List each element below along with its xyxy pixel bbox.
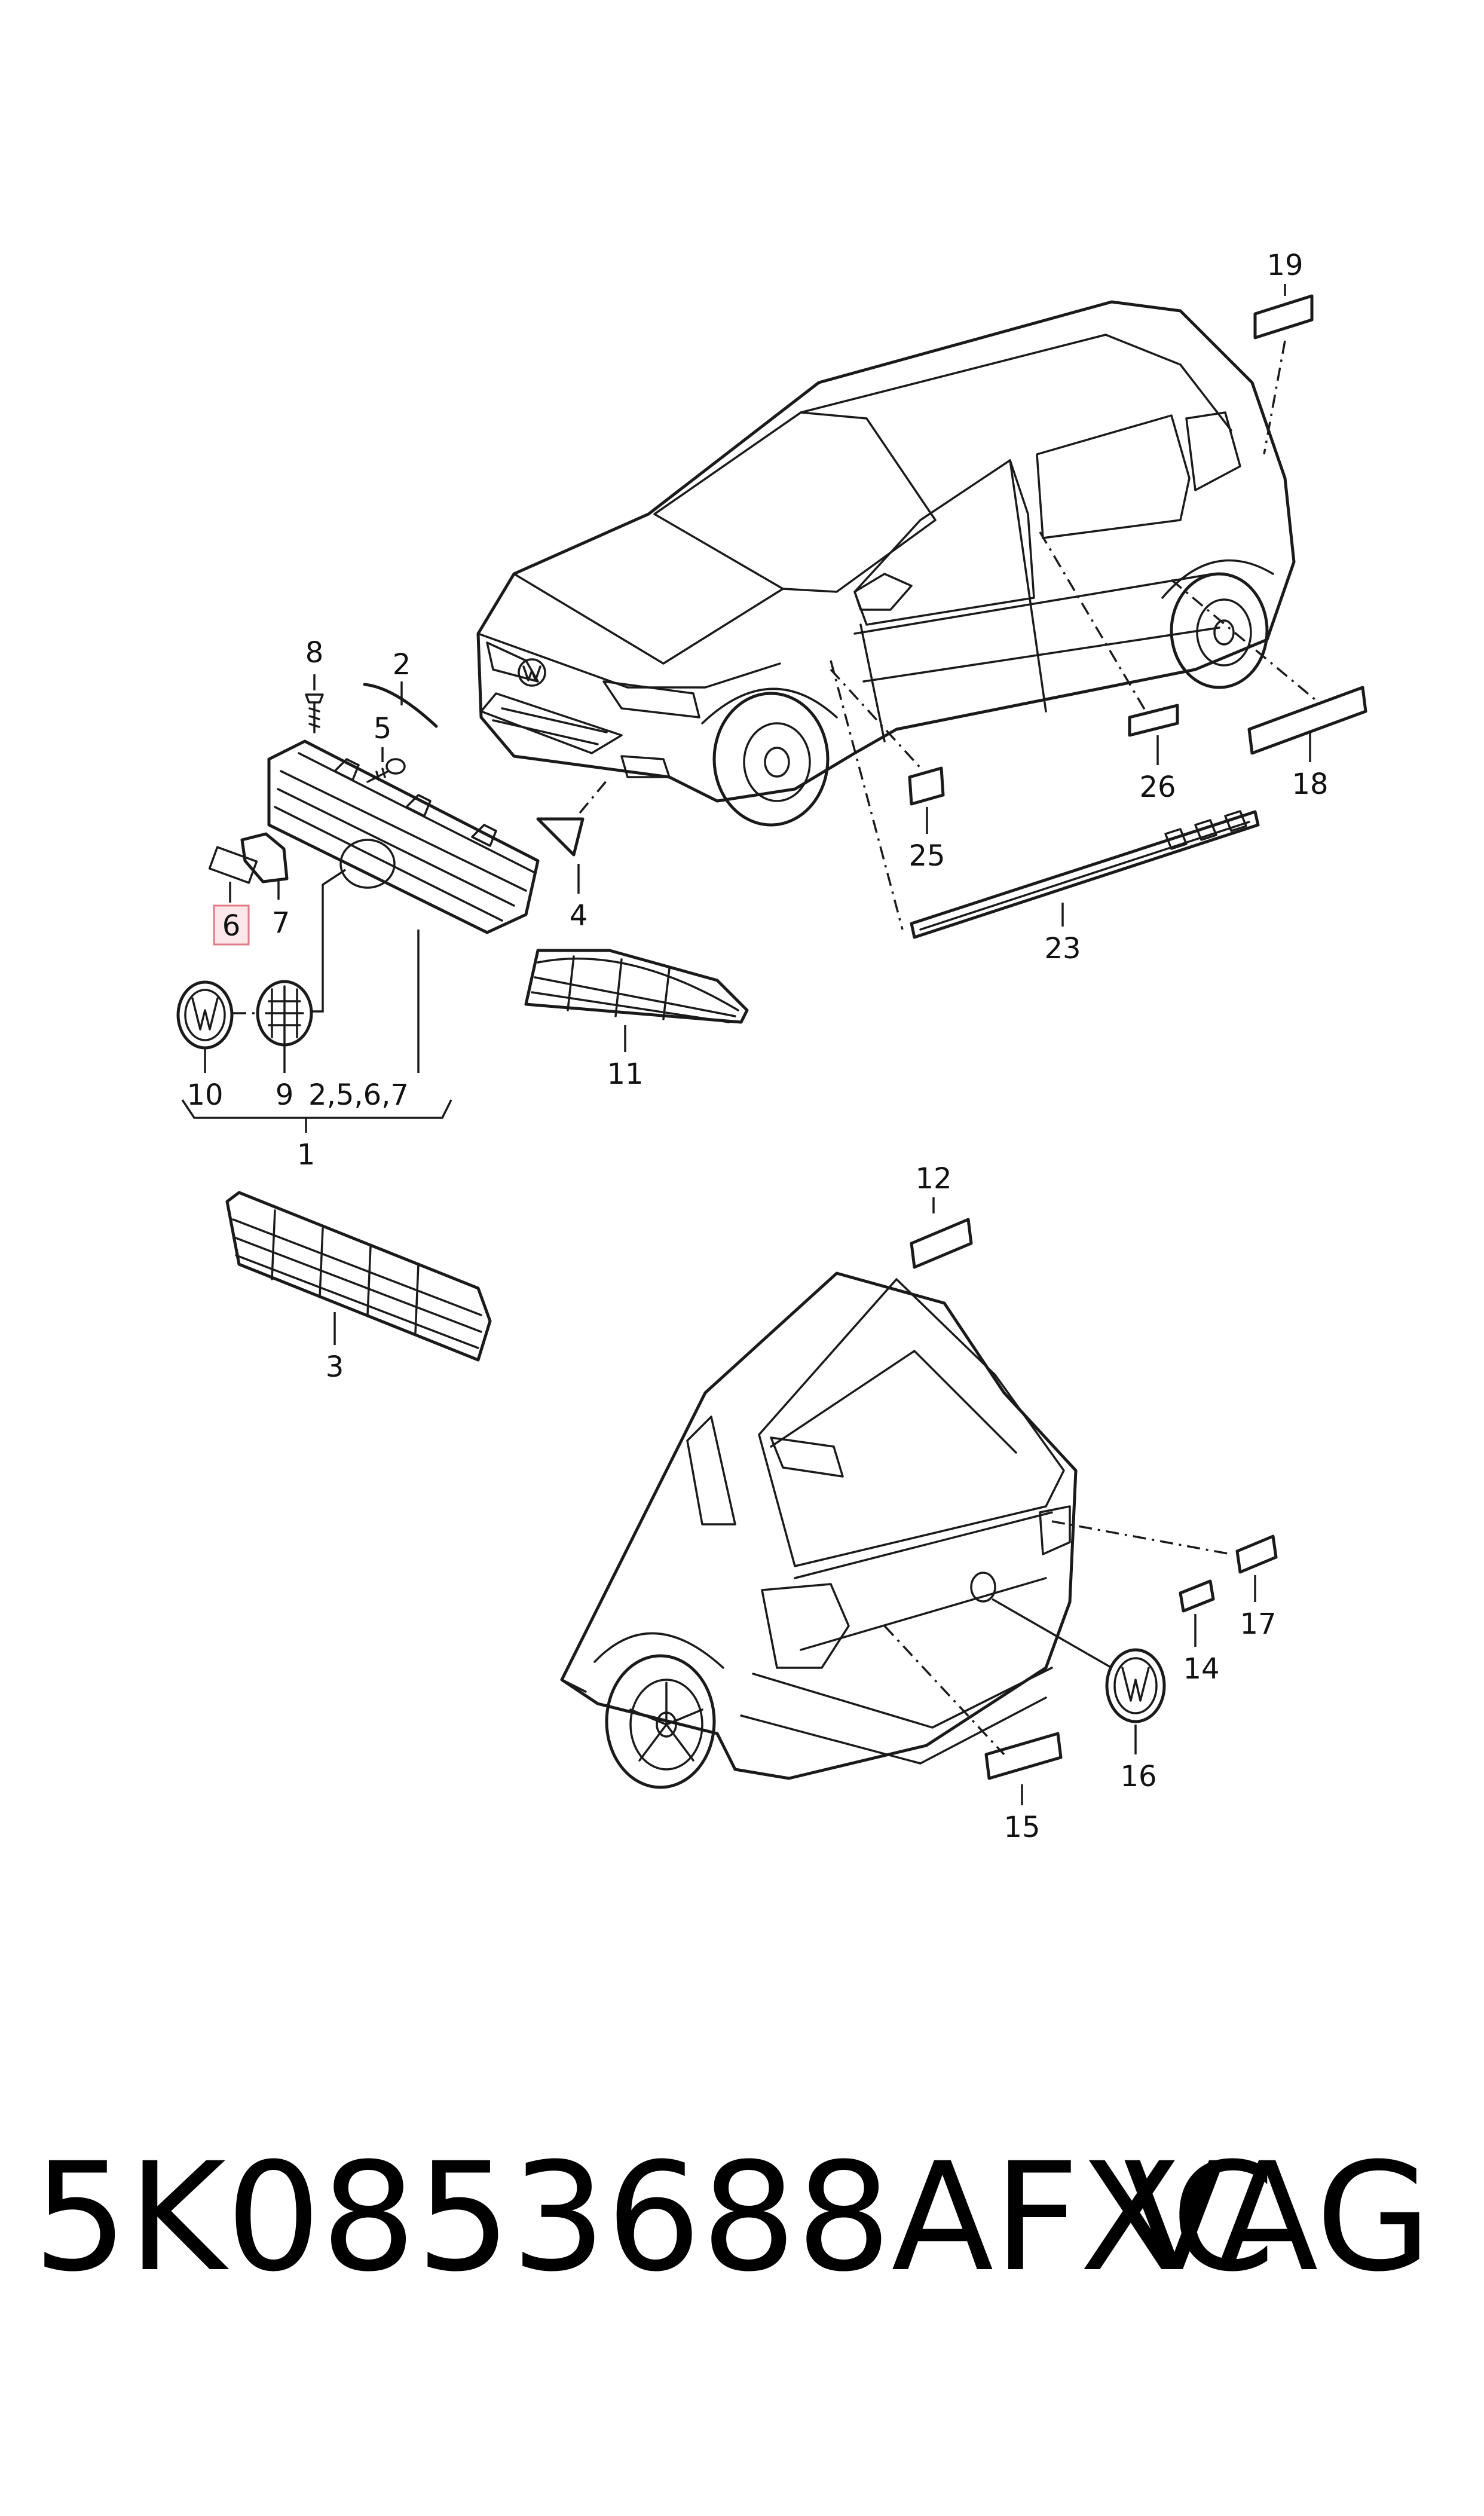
front-car-illustration: [476, 300, 1296, 827]
decal-part-19: [1253, 294, 1314, 340]
callout-12: 12: [915, 1162, 951, 1196]
emblem-carrier-part-9: [256, 980, 313, 1047]
highlight-part-6: [213, 904, 250, 946]
trim-strip-part-2: [363, 683, 438, 728]
callout-26: 26: [1139, 771, 1176, 804]
dash-15: [883, 1625, 1005, 1756]
dash-18: [1170, 579, 1316, 701]
side-strip-part-23: [910, 810, 1260, 939]
screw-part-8: [305, 693, 324, 733]
lower-grille-part-3: [225, 1191, 492, 1362]
decal-part-12: [910, 1218, 973, 1269]
callout-5: 5: [374, 712, 392, 745]
fog-grille-part-11: [524, 949, 749, 1024]
upper-grille-assembly: [267, 739, 540, 934]
dash-4: [579, 776, 611, 814]
dash-19: [1263, 340, 1286, 455]
callout-labels: 19 8 2 5 26 18 25 4 6 7 23 11 10 9 2,5,6…: [186, 249, 1328, 1844]
decal-part-15: [984, 1732, 1063, 1780]
callout-11: 11: [607, 1057, 643, 1091]
triangle-trim-part-4: [536, 817, 585, 857]
callout-4: 4: [570, 899, 588, 933]
decal-part-14: [1179, 1579, 1215, 1613]
callout-6: 6: [222, 909, 241, 943]
callout-8: 8: [305, 636, 324, 669]
callout-17: 17: [1240, 1607, 1276, 1641]
bracket-1: [181, 1099, 452, 1119]
dash-26: [1039, 531, 1149, 715]
callout-9: 9: [276, 1078, 294, 1112]
rear-car-illustration: [560, 1271, 1078, 1789]
callout-7: 7: [272, 906, 290, 940]
callout-2567: 2,5,6,7: [308, 1078, 409, 1112]
dash-23: [830, 660, 904, 930]
callout-1: 1: [297, 1138, 316, 1172]
callout-19: 19: [1266, 249, 1303, 282]
dash-25: [830, 668, 925, 772]
badge-part-6-shape: [208, 846, 258, 884]
callout-25: 25: [908, 839, 945, 873]
leader-16-to-car: [992, 1598, 1112, 1669]
brand-name: VAG: [1123, 2130, 1431, 2304]
callout-16: 16: [1120, 1760, 1156, 1793]
clip-part-7: [240, 832, 289, 883]
vw-emblem-part-16: [1105, 1648, 1166, 1723]
part-number: 5K0853688AFXC: [33, 2130, 1275, 2304]
vw-emblem-part-10: [176, 980, 234, 1050]
footer-caption: 5K0853688AFXC VAG: [33, 2128, 1455, 2307]
callout-23: 23: [1044, 932, 1081, 965]
callout-18: 18: [1292, 768, 1328, 801]
callout-15: 15: [1003, 1811, 1040, 1844]
dash-17: [1051, 1520, 1232, 1555]
callout-10: 10: [186, 1078, 223, 1112]
callout-2: 2: [393, 648, 411, 681]
callout-3: 3: [326, 1350, 344, 1384]
decal-part-17: [1235, 1534, 1278, 1574]
decal-part-25: [908, 766, 945, 806]
callout-14: 14: [1183, 1652, 1219, 1686]
screw-part-5: [366, 758, 406, 783]
decal-part-26: [1128, 704, 1179, 737]
decal-part-18: [1247, 686, 1367, 755]
leader-9-to-grille: [311, 869, 346, 1013]
